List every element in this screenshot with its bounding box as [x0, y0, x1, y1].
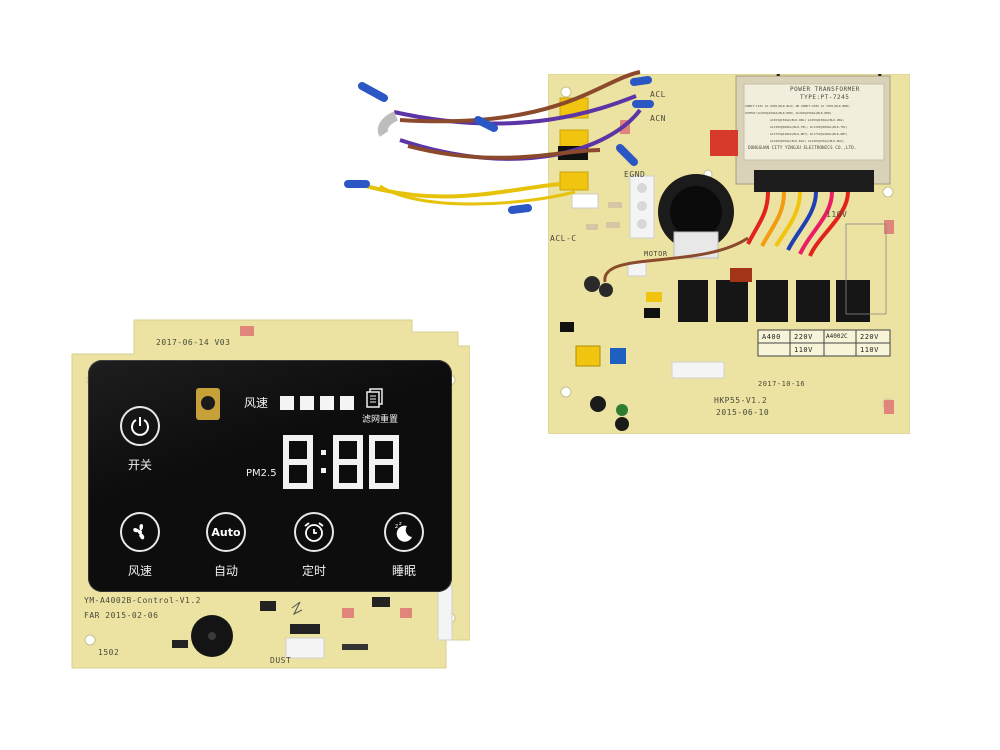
far-date-silk: FAR 2015-02-06: [84, 611, 159, 620]
date2-label: 2015-06-10: [716, 408, 770, 417]
vt-r0-c0: A400: [762, 333, 781, 341]
fan-bar-1: [280, 396, 294, 410]
touch-panel: 风速 滤网重置 PM2.5: [88, 360, 452, 592]
fan-label: 风速: [127, 564, 152, 578]
acl-c-label: ACL-C: [550, 234, 577, 243]
transformer-maker: DONGGUAN CITY YINGJU ELECTRONICS CO.,LTD…: [748, 146, 857, 151]
vt-r1-c1: 110V: [794, 346, 813, 354]
fan-bar-2: [300, 396, 314, 410]
misc-silk: 1502: [98, 648, 120, 657]
vt-r0-c1: 220V: [794, 333, 813, 341]
egnd-label: EGND: [624, 170, 646, 179]
timer-label: 定时: [301, 564, 326, 578]
alarm-clock-icon: [304, 522, 324, 542]
sleep-label: 睡眠: [391, 564, 416, 578]
connector-label: DUST: [270, 656, 292, 665]
model-label: HKP55-V1.2: [714, 396, 768, 405]
auto-icon: Auto: [211, 525, 241, 539]
date1-label: 2017-10-16: [758, 380, 806, 388]
transformer-spec-1: INPUT:115V AC 60Hz(BLK-BLU) OR INPUT:230…: [745, 104, 850, 108]
v110-label: 110V: [826, 210, 848, 219]
vt-r0-c2: A4002C: [826, 333, 848, 340]
svg-text:z: z: [399, 521, 402, 527]
auto-button[interactable]: Auto: [206, 512, 246, 552]
vt-r0-c3: 220V: [860, 333, 879, 341]
model-silk: YM-A4002B-Control-V1.2: [84, 596, 201, 605]
transformer-spec-6: AC220V@70mA(BLK-BLU) AC220V@70mA(BLK-BLU…: [770, 139, 845, 143]
power-label: 开关: [127, 458, 152, 472]
timer-button[interactable]: [294, 512, 334, 552]
vt-r1-c3: 110V: [860, 346, 879, 354]
transformer-type: TYPE:PT-7245: [800, 94, 850, 101]
acl-label: ACL: [650, 90, 666, 99]
fan-icon: [133, 524, 145, 540]
power-icon: [131, 417, 149, 436]
ir-sensor: [196, 388, 220, 420]
acn-label: ACN: [650, 114, 666, 123]
auto-label: 自动: [213, 564, 238, 578]
date-code: 2017-06-14 V03: [156, 338, 231, 347]
filter-reset-icon: [366, 388, 384, 412]
panel-gloss: [88, 360, 452, 592]
fan-speed-label: 风速: [244, 396, 269, 410]
transformer-spec-4: AC130V@300mA(BLK-YEL) AC130V@300mA(BLK-Y…: [770, 125, 848, 129]
fan-bar-3: [320, 396, 334, 410]
power-button[interactable]: [120, 406, 160, 446]
pm25-label: PM2.5: [246, 468, 277, 479]
filter-reset-label: 滤网重置: [362, 415, 399, 425]
seven-segment-display: [280, 434, 400, 494]
transformer-spec-5: AC175V@120mA(BLK-WHT) AC175V@120mA(BLK-W…: [770, 132, 848, 136]
transformer-spec-2: OUTPUT:AC20V@150mA(BLK-RED) AC20V@150mA(…: [745, 111, 832, 115]
transformer-spec-3: AC45V@150mA(BLK-ORG) AC45V@150mA(BLK-ORG…: [770, 118, 845, 122]
control-board: 2017-06-14 V03 YM-A4002B-Control-V1.2 FA…: [70, 318, 470, 670]
fan-bar-4: [340, 396, 354, 410]
fan-button[interactable]: [120, 512, 160, 552]
motor-label: MOTOR: [644, 250, 668, 258]
sleep-button[interactable]: z z: [384, 512, 424, 552]
transformer-title: POWER TRANSFORMER: [790, 86, 860, 93]
moon-icon: z z: [395, 521, 412, 542]
svg-text:z: z: [395, 523, 398, 530]
